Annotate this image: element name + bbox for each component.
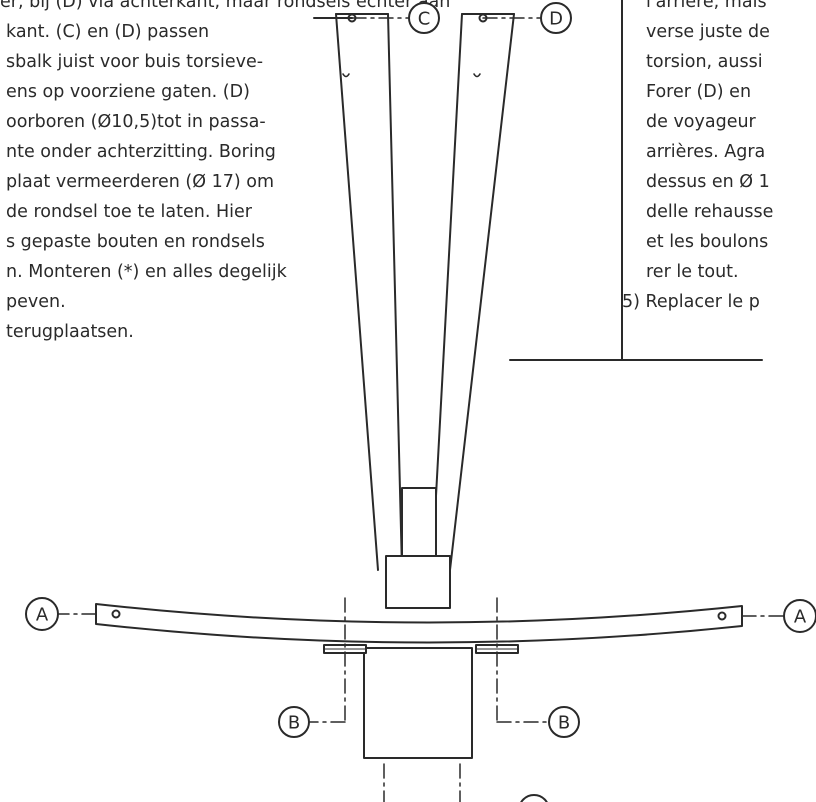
french-line: arrières. Agra (646, 142, 766, 162)
dutch-line: nte onder achterzitting. Boring (6, 142, 276, 162)
dutch-line: s gepaste bouten en rondsels (6, 232, 265, 252)
dutch-line: ens op voorziene gaten. (D) (6, 82, 250, 102)
french-line: 5) Replacer le p (622, 292, 760, 312)
callout-a-right-circle (783, 599, 816, 633)
dutch-line: er, bij (D) via achterkant, maar rondsel… (0, 0, 451, 12)
torsion-tube (363, 647, 473, 759)
callout-b-left-label: B (288, 713, 300, 734)
callout-b-right-label: B (558, 713, 570, 734)
french-line: de voyageur (646, 112, 756, 132)
callout-a-right-label: A (794, 607, 807, 628)
french-line: delle rehausse (646, 202, 774, 222)
french-line: torsion, aussi (646, 52, 763, 72)
french-line: dessus en Ø 1 (646, 172, 770, 192)
french-line: verse juste de (646, 22, 770, 42)
dutch-line: oorboren (Ø10,5)tot in passa- (6, 112, 266, 132)
callout-a-left-circle (25, 597, 59, 631)
dutch-line: peven. (6, 292, 66, 312)
callout-c-circle (408, 2, 440, 34)
dutch-instructions: er, bij (D) via achterkant, maar rondsel… (0, 0, 451, 347)
junction-upper-block (401, 487, 437, 557)
dutch-line: kant. (C) en (D) passen (6, 22, 210, 42)
callout-b-right-circle (548, 706, 580, 738)
callout-star-circle (520, 794, 548, 802)
callout-c-label: C (418, 9, 431, 30)
right-arm (431, 13, 515, 571)
french-line: rer le tout. (646, 262, 739, 282)
callout-a-left-label: A (36, 605, 49, 626)
dutch-line: plaat vermeerderen (Ø 17) om (6, 172, 275, 192)
french-instructions: l'arrière, mais verse juste de torsion, … (622, 0, 816, 317)
transverse-bar (95, 603, 743, 644)
french-line: et les boulons (646, 232, 769, 252)
callout-circles (25, 2, 816, 802)
callout-d-label: D (549, 9, 563, 30)
french-line: Forer (D) en (646, 82, 752, 102)
callout-d-circle (540, 2, 572, 34)
left-arm (335, 13, 403, 571)
dutch-line: terugplaatsen. (6, 322, 134, 342)
dutch-line: de rondsel toe te laten. Hier (6, 202, 252, 222)
dutch-line: sbalk juist voor buis torsieve- (6, 52, 264, 72)
callout-b-left-circle (278, 706, 310, 738)
dutch-line: n. Monteren (*) en alles degelijk (6, 262, 287, 282)
french-line: l'arrière, mais (646, 0, 767, 12)
center-lines (57, 17, 785, 802)
junction-lower-block (385, 555, 451, 609)
